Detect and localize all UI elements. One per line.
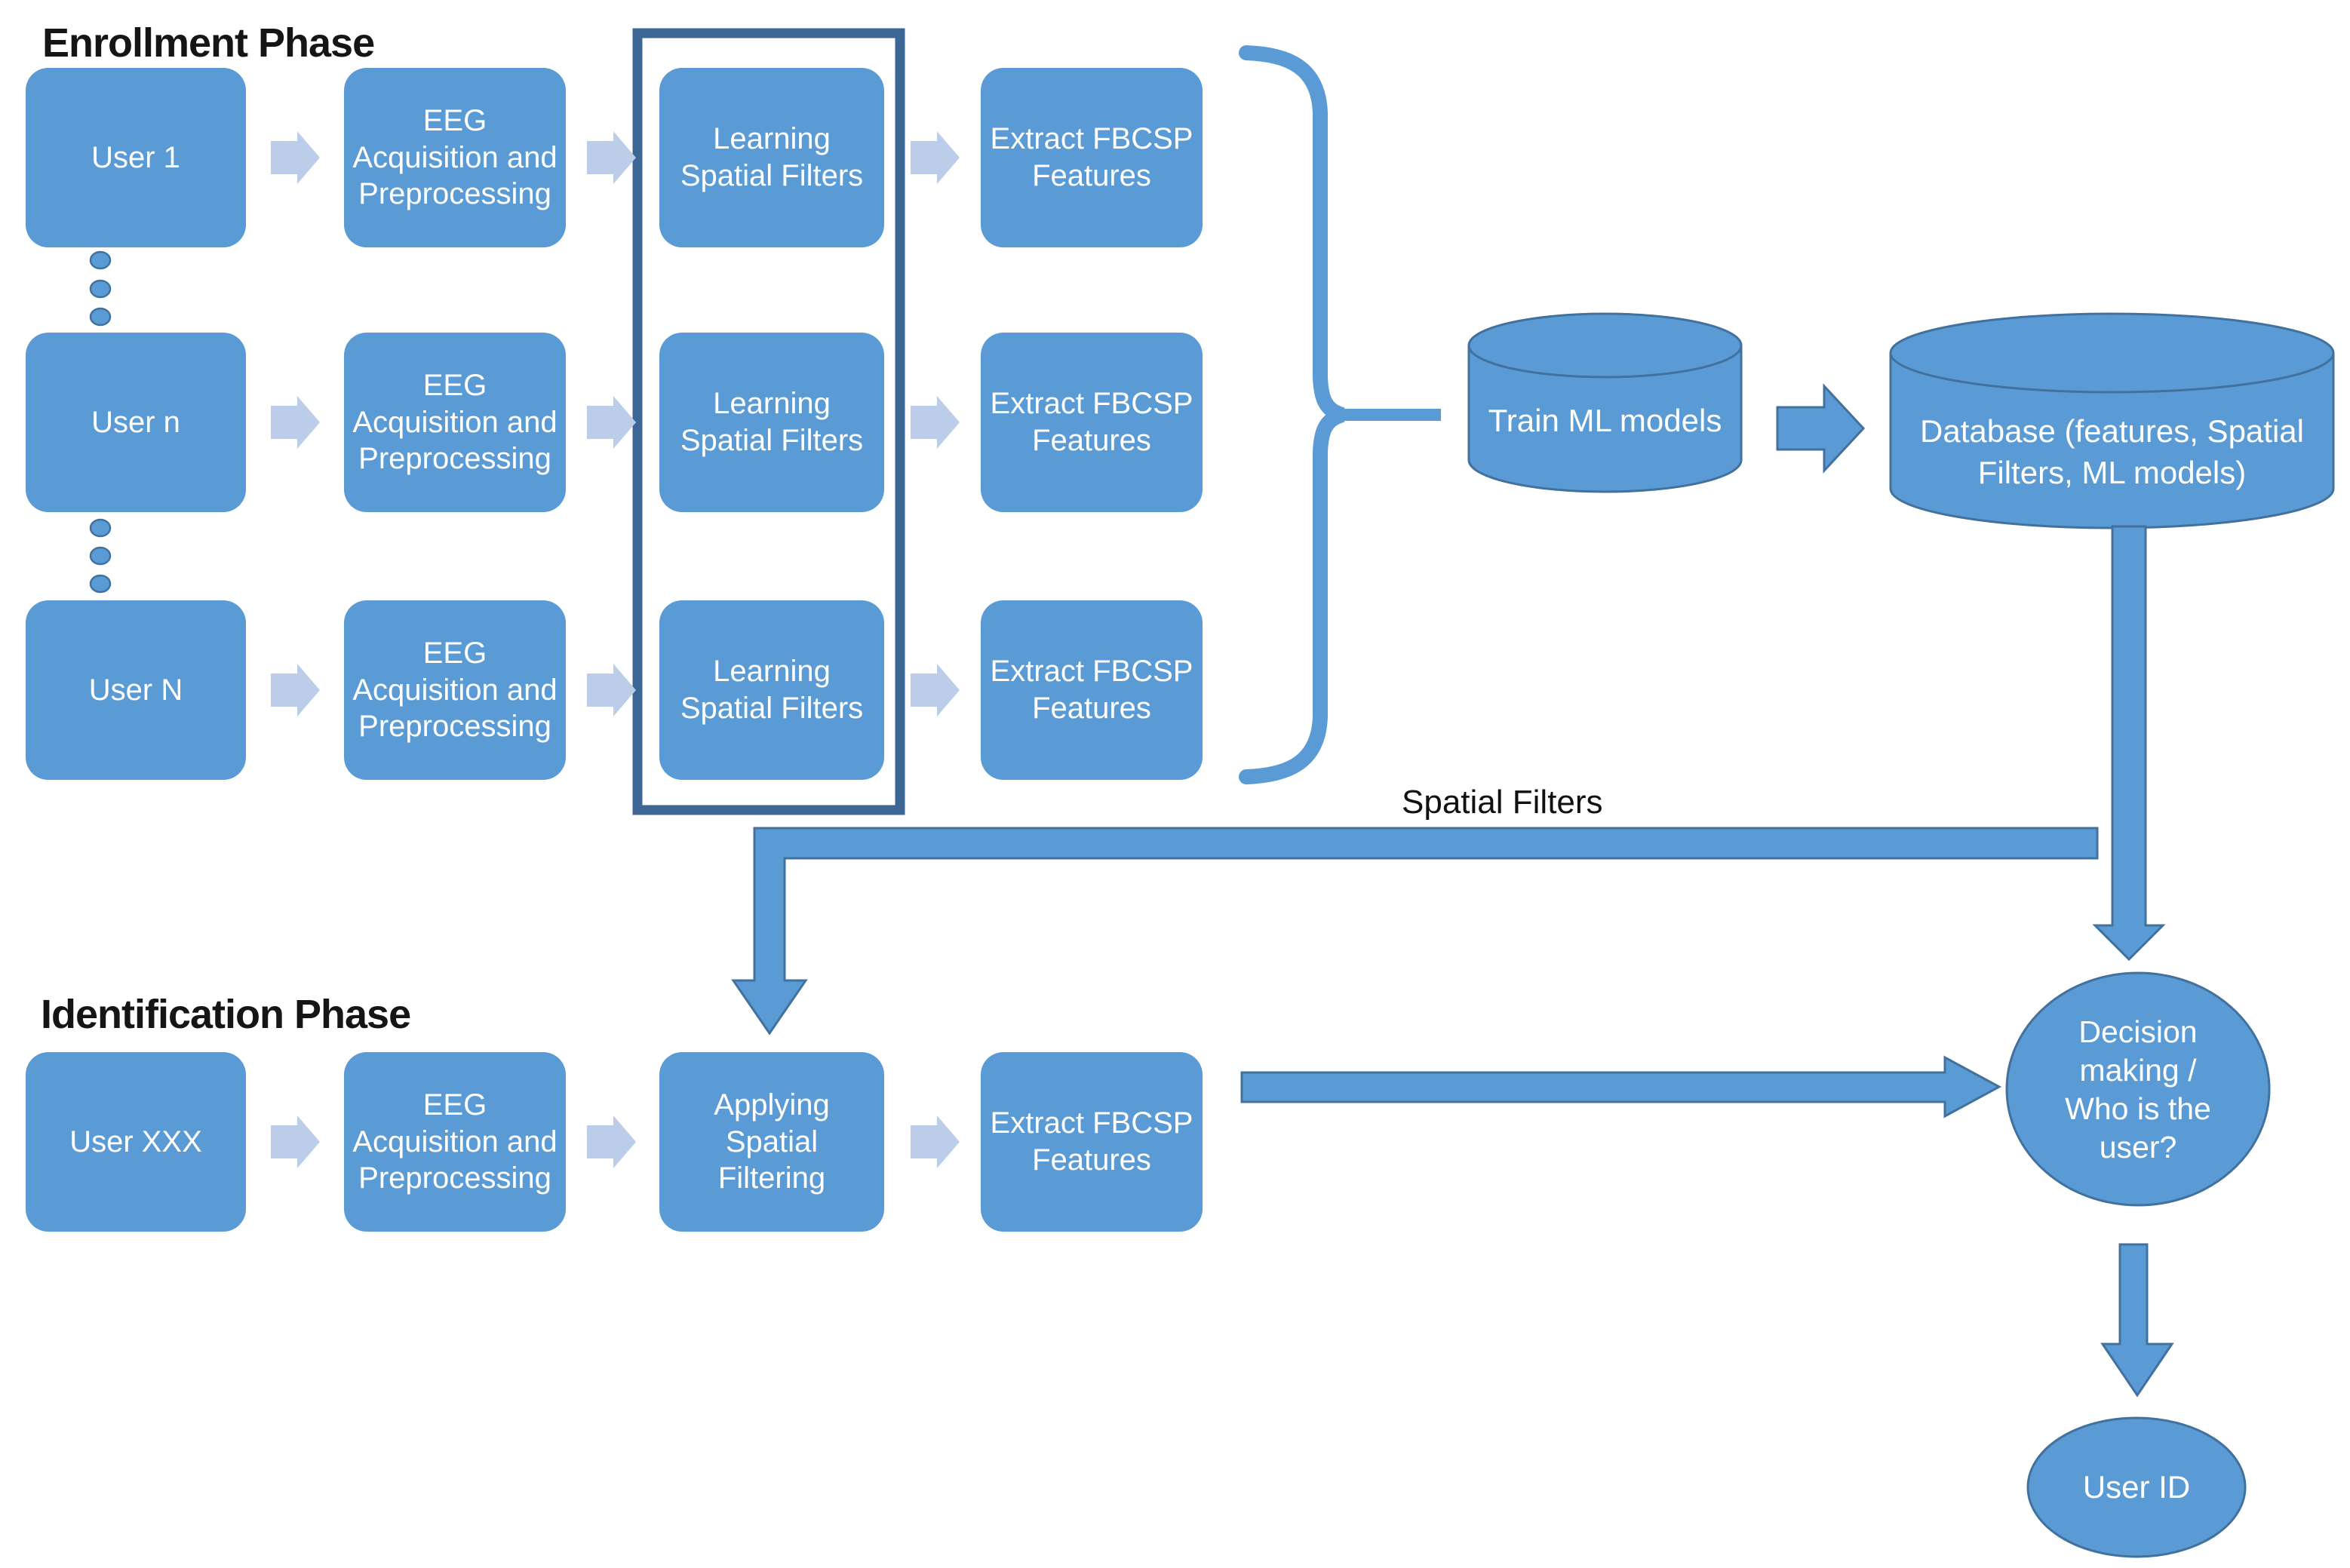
arrow-acq2-to-learning (587, 396, 636, 449)
arrow-userN-to-acq (271, 664, 320, 716)
box-learning-row1: Learning Spatial Filters (659, 68, 884, 247)
box-acquisition-id: EEG Acquisition and Preprocessing (344, 1052, 566, 1232)
arrow-decision-to-userid (2100, 1243, 2174, 1398)
arrow-database-to-decision (2092, 525, 2166, 962)
decision-label: Decision making / Who is the user? (2065, 1014, 2211, 1165)
database-cylinder (1889, 312, 2335, 529)
box-extract-row1-label: Extract FBCSP Features (990, 122, 1193, 192)
arrow-learning3-to-extract (911, 664, 960, 716)
arrow-acq1-to-learning (587, 131, 636, 184)
box-learning-row3: Learning Spatial Filters (659, 600, 884, 780)
box-extract-row1: Extract FBCSP Features (981, 68, 1203, 247)
box-learning-row2: Learning Spatial Filters (659, 333, 884, 512)
box-acquisition-id-label: EEG Acquisition and Preprocessing (352, 1088, 558, 1195)
box-learning-row2-label: Learning Spatial Filters (680, 387, 864, 457)
box-acquisition-row3: EEG Acquisition and Preprocessing (344, 600, 566, 780)
box-extract-row2: Extract FBCSP Features (981, 333, 1203, 512)
box-user-N-label: User N (88, 673, 183, 707)
arrow-usern-to-acq (271, 396, 320, 449)
enrollment-phase-title: Enrollment Phase (42, 20, 375, 66)
train-ml-label: Train ML models (1488, 403, 1722, 438)
arrow-userxxx-to-acq (271, 1115, 320, 1168)
ellipsis-dots-bottom (89, 518, 112, 594)
box-learning-row1-label: Learning Spatial Filters (680, 122, 864, 192)
box-extract-row3: Extract FBCSP Features (981, 600, 1203, 780)
arrow-learning1-to-extract (911, 131, 960, 184)
box-user-n: User n (26, 333, 246, 512)
identification-phase-title: Identification Phase (41, 992, 411, 1037)
user-id-ellipse (2026, 1416, 2247, 1558)
curly-brace (1239, 45, 1345, 784)
box-extract-row2-label: Extract FBCSP Features (990, 387, 1193, 457)
box-user-1: User 1 (26, 68, 246, 247)
arrow-spatial-filters-elbow (731, 827, 2099, 1036)
arrow-applying-to-extract (911, 1115, 960, 1168)
box-applying-filtering-label: Applying Spatial Filtering (714, 1088, 830, 1195)
ellipsis-dots-top (89, 250, 112, 327)
decision-ellipse (2005, 971, 2271, 1207)
arrow-train-to-database (1776, 383, 1866, 474)
arrow-user1-to-acq (271, 131, 320, 184)
box-acquisition-row3-label: EEG Acquisition and Preprocessing (352, 636, 558, 744)
arrow-acq3-to-learning (587, 664, 636, 716)
database-label: Database (features, Spatial Filters, ML … (1920, 413, 2304, 490)
box-acquisition-row1-label: EEG Acquisition and Preprocessing (352, 103, 558, 211)
arrow-learning2-to-extract (911, 396, 960, 449)
arrow-extract-to-decision (1240, 1055, 2002, 1118)
box-applying-filtering: Applying Spatial Filtering (659, 1052, 884, 1232)
train-ml-cylinder (1467, 312, 1743, 493)
learning-filters-frame (632, 28, 905, 815)
box-user-n-label: User n (91, 405, 180, 439)
box-user-1-label: User 1 (91, 140, 180, 174)
user-id-label: User ID (2082, 1469, 2191, 1505)
box-acquisition-row1: EEG Acquisition and Preprocessing (344, 68, 566, 247)
box-acquisition-row2-label: EEG Acquisition and Preprocessing (352, 368, 558, 476)
box-user-xxx-label: User XXX (69, 1125, 202, 1158)
spatial-filters-annotation: Spatial Filters (1402, 784, 1603, 821)
arrow-acqid-to-applying (587, 1115, 636, 1168)
box-learning-row3-label: Learning Spatial Filters (680, 655, 864, 725)
box-user-N: User N (26, 600, 246, 780)
box-acquisition-row2: EEG Acquisition and Preprocessing (344, 333, 566, 512)
box-extract-id-label: Extract FBCSP Features (990, 1106, 1193, 1177)
box-extract-row3-label: Extract FBCSP Features (990, 655, 1193, 725)
box-user-xxx: User XXX (26, 1052, 246, 1232)
box-extract-id: Extract FBCSP Features (981, 1052, 1203, 1232)
